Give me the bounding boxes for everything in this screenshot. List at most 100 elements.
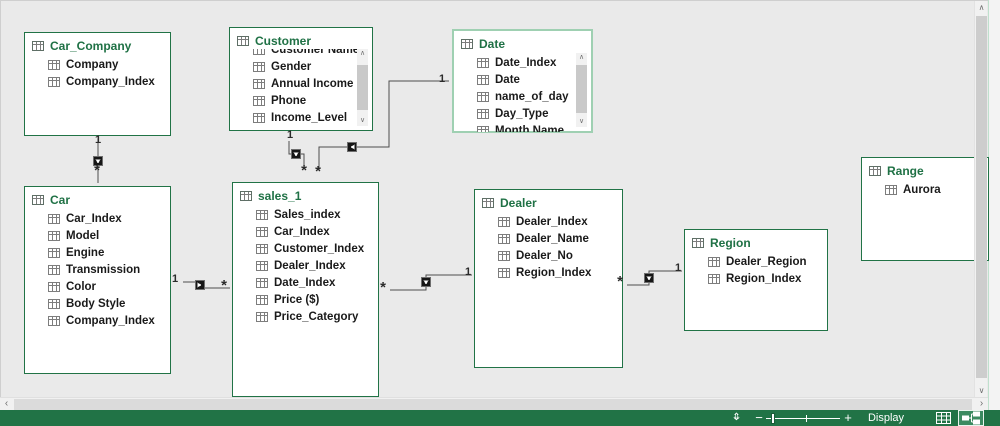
zoom-slider-track[interactable]	[766, 418, 840, 419]
cardinality-many: *	[380, 279, 386, 296]
field-label: Color	[66, 280, 97, 293]
table-sales1[interactable]: sales_1 Sales_index Car_Index Customer_I…	[232, 182, 379, 397]
field-row[interactable]: name_of_day	[477, 88, 575, 105]
field-row[interactable]: Company	[48, 56, 154, 73]
field-row[interactable]: Car_Index	[48, 210, 154, 227]
cardinality-many: *	[301, 162, 307, 179]
field-label: Date_Index	[274, 276, 336, 289]
column-icon	[256, 277, 268, 288]
field-row[interactable]: Customer Name	[253, 49, 359, 58]
field-row[interactable]: Model	[48, 227, 154, 244]
field-row[interactable]: Company_Index	[48, 73, 155, 90]
scroll-up-icon[interactable]: ∧	[359, 50, 366, 57]
zoom-out-button[interactable]: −	[755, 410, 763, 425]
field-row[interactable]: Day_Type	[477, 105, 575, 122]
field-row[interactable]: Transmission	[48, 261, 154, 278]
column-icon	[48, 213, 60, 224]
field-row[interactable]: Color	[48, 278, 154, 295]
fit-to-window-button[interactable]: ⇔ ⇕	[729, 411, 744, 425]
field-row[interactable]: Region_Index	[708, 270, 811, 287]
table-title[interactable]: Date	[454, 31, 591, 54]
field-row[interactable]: Annual Income	[253, 75, 356, 92]
field-label: Annual Income	[271, 77, 354, 90]
field-row[interactable]: Dealer_No	[498, 247, 606, 264]
table-title[interactable]: Car_Company	[25, 33, 170, 56]
cardinality-many: *	[94, 162, 100, 179]
field-row[interactable]: Month Name	[477, 122, 575, 132]
fit-horizontal-icon: ⇔	[731, 412, 742, 423]
scroll-left-icon[interactable]: ‹	[4, 398, 9, 409]
zoom-in-button[interactable]: +	[844, 410, 852, 425]
diagram-view-icon	[962, 411, 980, 425]
field-row[interactable]: Customer_Index	[256, 240, 364, 257]
table-customer[interactable]: Customer Customer Name Gender Annual Inc…	[229, 27, 373, 131]
table-date[interactable]: Date Date_Index Date name_of_day Day_Typ…	[452, 29, 593, 133]
relationship-line-region-dealer[interactable]	[627, 270, 682, 286]
field-row[interactable]: Phone	[253, 92, 356, 109]
field-row[interactable]: Date	[477, 71, 575, 88]
relationship-line-dealer-sales1[interactable]	[390, 274, 472, 291]
relationship-line-car-sales1[interactable]	[183, 280, 230, 290]
field-row[interactable]: Date_Index	[256, 274, 362, 291]
zoom-slider-midpoint	[806, 415, 807, 422]
table-car[interactable]: Car Car_Index Model Engine Transmission …	[24, 186, 171, 374]
table-dealer[interactable]: Dealer Dealer_Index Dealer_Name Dealer_N…	[474, 189, 623, 368]
table-name: Region	[710, 236, 751, 250]
table-title[interactable]: Range	[862, 158, 988, 181]
scroll-down-icon[interactable]: ∨	[978, 386, 985, 395]
scrollbar-thumb[interactable]	[357, 65, 368, 110]
field-row[interactable]: Dealer_Region	[708, 253, 811, 270]
field-row[interactable]: Gender	[253, 58, 356, 75]
field-row[interactable]: Dealer_Index	[256, 257, 362, 274]
field-row[interactable]: Region_Index	[498, 264, 606, 281]
relationship-line-date-sales1[interactable]	[318, 80, 449, 170]
scroll-down-icon[interactable]: ∨	[578, 118, 585, 125]
display-label: Display	[867, 412, 905, 424]
scrollbar-thumb[interactable]	[576, 65, 587, 113]
field-row[interactable]: Body Style	[48, 295, 154, 312]
table-title[interactable]: Customer	[230, 28, 372, 51]
field-row[interactable]: Company_Index	[48, 312, 155, 329]
column-icon	[477, 57, 489, 68]
column-icon	[48, 315, 60, 326]
field-row[interactable]: Price ($)	[256, 291, 362, 308]
table-region[interactable]: Region Dealer_Region Region_Index	[684, 229, 828, 331]
table-title[interactable]: Car	[25, 187, 170, 210]
table-scrollbar[interactable]: ∧ ∨	[576, 53, 587, 127]
field-row[interactable]: Aurora	[885, 181, 972, 198]
field-row[interactable]: Sales_index	[256, 206, 362, 223]
column-icon	[48, 230, 60, 241]
scrollbar-thumb[interactable]	[14, 399, 972, 410]
field-row[interactable]: Income_Level	[253, 109, 356, 126]
horizontal-scrollbar[interactable]: ‹ ›	[0, 397, 988, 410]
cardinality-one: 1	[94, 134, 102, 146]
field-row[interactable]: Car_Index	[256, 223, 362, 240]
table-title[interactable]: Dealer	[475, 190, 622, 213]
field-row[interactable]: Engine	[48, 244, 154, 261]
relationship-line-customer-sales1[interactable]	[288, 141, 305, 169]
relationship-line-carcompany-car[interactable]	[93, 139, 103, 183]
column-icon	[708, 256, 720, 267]
grid-view-button[interactable]	[931, 410, 955, 426]
table-title[interactable]: Region	[685, 230, 827, 253]
vertical-scrollbar[interactable]: ∧ ∨	[974, 1, 987, 397]
scroll-up-icon[interactable]: ∧	[578, 54, 585, 61]
field-row[interactable]: Dealer_Name	[498, 230, 606, 247]
field-row[interactable]: Dealer_Index	[498, 213, 606, 230]
table-range[interactable]: Range Aurora	[861, 157, 989, 261]
field-label: Car_Index	[66, 212, 122, 225]
diagram-view-button-active[interactable]	[958, 410, 984, 426]
scrollbar-thumb[interactable]	[976, 16, 987, 378]
zoom-slider-thumb[interactable]	[771, 413, 775, 424]
table-title[interactable]: sales_1	[233, 183, 378, 206]
table-car-company[interactable]: Car_Company Company Company_Index	[24, 32, 171, 136]
cardinality-many: *	[617, 273, 623, 290]
field-row[interactable]: Date_Index	[477, 54, 575, 71]
scroll-up-icon[interactable]: ∧	[978, 3, 985, 12]
table-scrollbar[interactable]: ∧ ∨	[357, 49, 368, 126]
diagram-canvas[interactable]: 1 * 1 * 1 * 1 * 1 * 1 * Car_Company Comp…	[0, 0, 989, 397]
scroll-down-icon[interactable]: ∨	[359, 117, 366, 124]
column-icon	[48, 264, 60, 275]
scroll-right-icon[interactable]: ›	[979, 398, 984, 409]
field-row[interactable]: Price_Category	[256, 308, 362, 325]
